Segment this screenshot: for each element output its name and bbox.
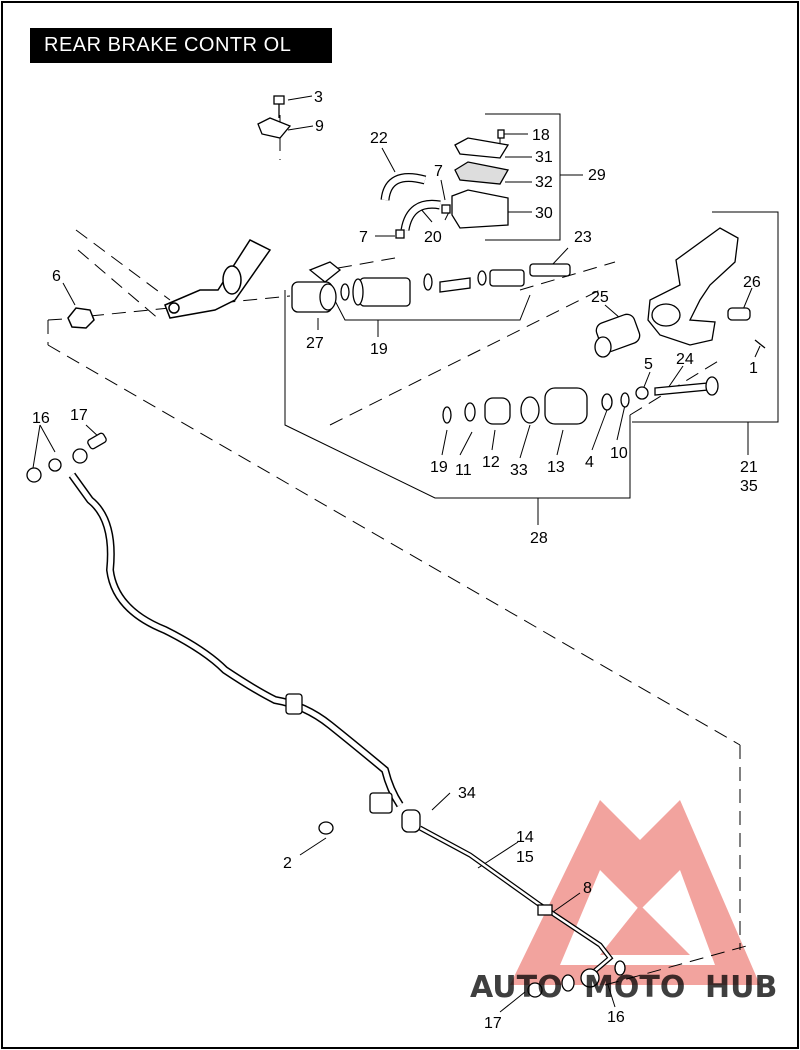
callout-12: 12 [482,454,500,471]
callout-8: 8 [583,880,592,897]
line-fittings [26,432,626,998]
callout-33: 33 [510,462,528,479]
piston-stack [442,387,630,425]
callout-2: 2 [283,855,292,872]
callout-25: 25 [591,289,609,306]
callout-17-bottom: 17 [484,1015,502,1032]
callout-28: 28 [530,530,548,547]
watermark-auto: AUTO [470,970,563,1005]
callout-leaders [32,95,761,1013]
callout-7-upper: 7 [434,163,443,180]
callout-32: 32 [535,174,553,191]
callout-22: 22 [370,130,388,147]
bolt-and-clamp [257,95,292,139]
callout-29: 29 [588,167,606,184]
pedal-bolt [635,376,719,400]
reservoir-hoses [380,173,451,239]
reservoir-assembly [451,129,510,229]
brake-line [68,472,614,977]
watermark-moto: MOTO [584,970,685,1005]
watermark-hub: HUB [705,970,777,1005]
brake-pedal [594,227,766,358]
callout-5: 5 [644,356,653,373]
callout-16-bottom: 16 [607,1009,625,1026]
callout-34: 34 [458,785,476,802]
callout-23: 23 [574,229,592,246]
callout-1: 1 [749,360,758,377]
callout-9: 9 [315,118,324,135]
callout-labels: 3 9 22 18 31 29 7 32 30 7 20 23 6 27 19 … [32,89,761,1032]
master-cylinder [291,261,571,313]
watermark-logo [510,800,760,985]
callout-27: 27 [306,335,324,352]
callout-19-bottom: 19 [430,459,448,476]
callout-31: 31 [535,149,553,166]
callout-20: 20 [424,229,442,246]
callout-24: 24 [676,351,694,368]
callout-4: 4 [585,454,594,471]
callout-6: 6 [52,268,61,285]
frame-bracket [67,239,272,329]
callout-13: 13 [547,459,565,476]
group-brackets [284,113,779,525]
callout-19-top: 19 [370,341,388,358]
callout-16-top: 16 [32,410,50,427]
callout-35: 35 [740,478,758,495]
callout-21: 21 [740,459,758,476]
watermark-text: AUTO MOTO HUB [470,970,777,1005]
callout-10: 10 [610,445,628,462]
callout-30: 30 [535,205,553,222]
callout-26: 26 [743,274,761,291]
callout-14: 14 [516,829,534,846]
callout-7-lower: 7 [359,229,368,246]
callout-17-top: 17 [70,407,88,424]
callout-3: 3 [314,89,323,106]
callout-18: 18 [532,127,550,144]
callout-11: 11 [455,462,472,479]
callout-15: 15 [516,849,534,866]
diagram-title: REAR BRAKE CONTR OL [30,28,332,63]
